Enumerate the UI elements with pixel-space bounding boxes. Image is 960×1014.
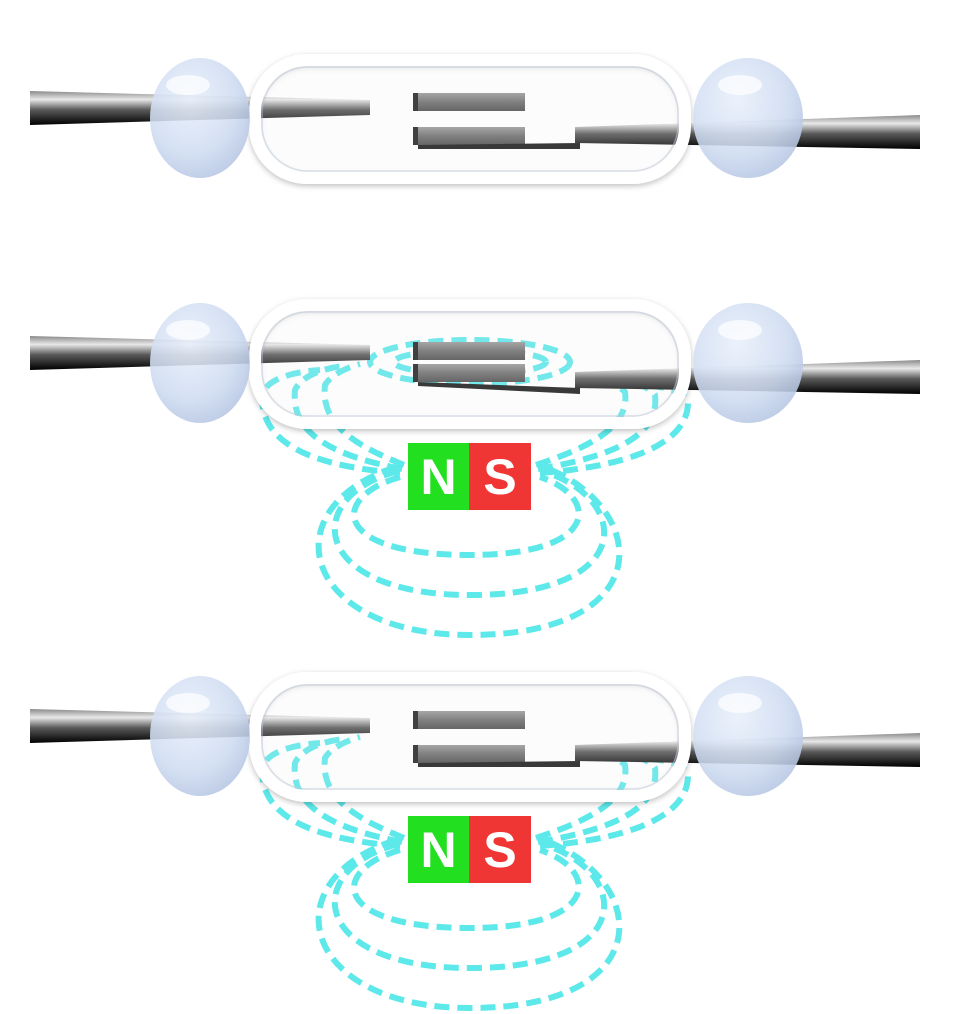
right-bead-highlight bbox=[718, 75, 762, 95]
left-bead-highlight bbox=[166, 320, 210, 340]
glass-capsule bbox=[249, 299, 691, 429]
magnet-north-pole bbox=[408, 443, 469, 510]
glass-capsule bbox=[249, 672, 691, 802]
magnet-north-label: N bbox=[420, 449, 456, 505]
magnetic-field-line bbox=[315, 464, 623, 639]
left-glass-bead bbox=[150, 58, 250, 178]
left-bead-highlight bbox=[166, 75, 210, 95]
magnet-north-pole bbox=[408, 816, 469, 883]
magnetic-field-line bbox=[315, 837, 623, 1012]
magnet-south-pole bbox=[469, 443, 531, 510]
magnet-south-pole bbox=[469, 816, 531, 883]
magnetic-field-line bbox=[351, 474, 582, 559]
glass-capsule-inner-edge bbox=[261, 311, 679, 417]
reed-switch-panel-open-no-magnet bbox=[30, 54, 920, 184]
magnetic-field-line bbox=[537, 750, 659, 845]
right-bead-highlight bbox=[718, 693, 762, 713]
magnetic-field-line bbox=[331, 841, 608, 972]
glass-capsule-inner-edge bbox=[261, 66, 679, 172]
magnet-north-label: N bbox=[420, 822, 456, 878]
left-glass-bead bbox=[150, 676, 250, 796]
glass-capsule bbox=[249, 54, 691, 184]
left-glass-bead bbox=[150, 303, 250, 423]
magnetic-field-line bbox=[537, 377, 659, 472]
right-bead-highlight bbox=[718, 320, 762, 340]
magnetic-field-line bbox=[351, 847, 582, 932]
magnetic-field-line bbox=[331, 468, 608, 599]
glass-capsule-inner-edge bbox=[261, 684, 679, 790]
magnet-south-label: S bbox=[483, 822, 516, 878]
left-bead-highlight bbox=[166, 693, 210, 713]
magnet-south-label: S bbox=[483, 449, 516, 505]
